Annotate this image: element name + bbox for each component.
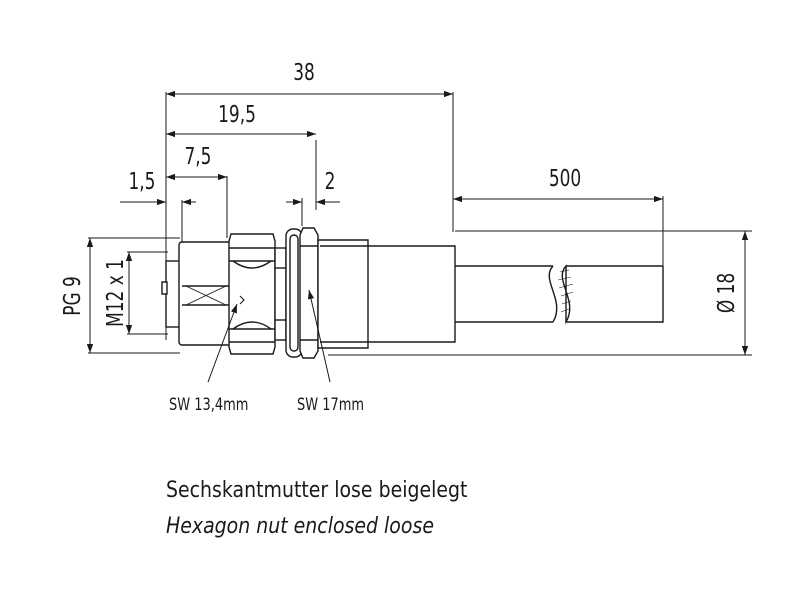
note-english: Hexagon nut enclosed loose xyxy=(166,514,434,539)
dim-front-offset: 1,5 xyxy=(129,167,156,194)
dim-overall-length: 38 xyxy=(293,58,315,85)
dim-nut-thickness: 2 xyxy=(325,167,336,194)
dim-cable-diameter: Ø 18 xyxy=(712,273,739,313)
dim-thread-metric: M12 x 1 xyxy=(101,259,128,327)
thread-stud xyxy=(274,247,287,341)
dim-thread-pg: PG 9 xyxy=(58,276,85,316)
dim-cable-length: 500 xyxy=(549,164,581,191)
hex-nut-sw13 xyxy=(228,233,276,355)
cable xyxy=(455,264,664,325)
note-german: Sechskantmutter lose beigelegt xyxy=(166,478,468,503)
dim-flange-to-nut: 19,5 xyxy=(218,100,256,127)
cable-break-right xyxy=(561,264,571,325)
dim-thread-length: 7,5 xyxy=(185,142,212,169)
label-wrench-small: SW 13,4mm xyxy=(169,394,248,414)
hex-nut-sw17 xyxy=(299,227,319,359)
connector-body xyxy=(161,227,456,359)
leader-lines xyxy=(207,289,331,383)
rear-body xyxy=(317,239,456,349)
leader-sw13 xyxy=(207,303,238,383)
leader-sw17 xyxy=(307,289,331,383)
front-sleeve xyxy=(178,241,232,346)
label-wrench-large: SW 17mm xyxy=(297,394,364,414)
cable-break-left xyxy=(548,265,558,323)
dimension-lines xyxy=(86,90,749,355)
